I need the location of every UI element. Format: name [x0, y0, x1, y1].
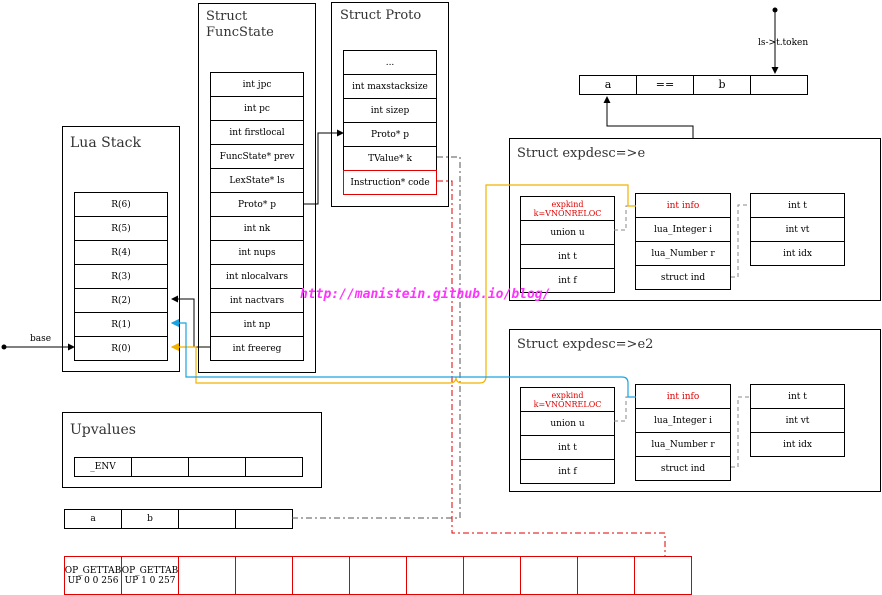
expdesc_e-field: union u — [520, 220, 615, 245]
stack-slot: R(1) — [74, 312, 168, 337]
upvalues-title: Upvalues — [70, 422, 136, 438]
funcstate-field: int nlocalvars — [210, 264, 304, 289]
expdesc_e-ind-field: int t — [750, 193, 845, 218]
token-label: ls->t.token — [758, 38, 809, 48]
stack-slot: R(4) — [74, 240, 168, 265]
expdesc_e2-field: expkind k=VNONRELOC — [520, 387, 615, 412]
funcstate-field: int pc — [210, 96, 304, 121]
constant-cell — [235, 509, 293, 529]
expdesc_e2-field: int t — [520, 435, 615, 460]
base-label: base — [30, 334, 52, 344]
instruction-cell — [349, 556, 407, 595]
instruction-cell — [178, 556, 236, 595]
stack-slot: R(3) — [74, 264, 168, 289]
funcstate-field: int np — [210, 312, 304, 337]
funcstate-field: LexState* ls — [210, 168, 304, 193]
expdesc_e-ind-field: int vt — [750, 217, 845, 242]
proto-field: Proto* p — [343, 122, 437, 147]
funcstate-field: int freereg — [210, 336, 304, 361]
expdesc-e-title: Struct expdesc=>e — [517, 146, 646, 161]
expdesc_e2-union-field: lua_Number r — [635, 432, 731, 457]
proto-field: Instruction* code — [343, 170, 437, 195]
stack-slot: R(6) — [74, 192, 168, 217]
proto-field: int sizep — [343, 98, 437, 123]
expdesc_e2-union-field: struct ind — [635, 456, 731, 481]
token-cell: a — [579, 75, 637, 95]
instruction-cell — [577, 556, 635, 595]
lua-stack-title: Lua Stack — [70, 135, 141, 151]
instruction-cell: OP_GETTAB UP 1 0 257 — [121, 556, 179, 595]
funcstate-field: Proto* p — [210, 192, 304, 217]
stack-slot: R(0) — [74, 336, 168, 361]
upvalue-cell — [131, 457, 189, 477]
stack-slot: R(2) — [74, 288, 168, 313]
expdesc_e2-union-field: lua_Integer i — [635, 408, 731, 433]
funcstate-field: int firstlocal — [210, 120, 304, 145]
e-to-token-arrow — [603, 96, 694, 139]
expdesc_e2-field: union u — [520, 411, 615, 436]
expdesc_e-union-field: lua_Number r — [635, 241, 731, 266]
expdesc_e-union-field: lua_Integer i — [635, 217, 731, 242]
expdesc_e-field: int t — [520, 244, 615, 269]
expdesc_e2-ind-field: int idx — [750, 432, 845, 457]
funcstate-field: int jpc — [210, 72, 304, 97]
token-dot — [772, 7, 778, 13]
funcstate-field: FuncState* prev — [210, 144, 304, 169]
expdesc_e-union-field: struct ind — [635, 265, 731, 290]
constant-cell — [178, 509, 236, 529]
constant-cell: b — [121, 509, 179, 529]
instruction-cell — [463, 556, 521, 595]
token-cell: b — [693, 75, 751, 95]
expdesc-e2-title: Struct expdesc=>e2 — [517, 337, 654, 352]
funcstate-field: int nups — [210, 240, 304, 265]
base-dot — [1, 344, 7, 350]
proto-title: Struct Proto — [340, 8, 422, 23]
instruction-cell — [520, 556, 578, 595]
instruction-cell — [406, 556, 464, 595]
constant-cell: a — [64, 509, 122, 529]
expdesc_e-union-field: int info — [635, 193, 731, 218]
watermark-url: http://manistein.github.io/blog/ — [300, 287, 551, 302]
instruction-cell — [235, 556, 293, 595]
expdesc_e2-union-field: int info — [635, 384, 731, 409]
upvalue-cell — [188, 457, 246, 477]
proto-field: ... — [343, 50, 437, 75]
upvalue-cell: _ENV — [74, 457, 132, 477]
proto-field: int maxstacksize — [343, 74, 437, 99]
expdesc_e2-field: int f — [520, 459, 615, 484]
instruction-cell — [634, 556, 692, 595]
proto-field: TValue* k — [343, 146, 437, 171]
funcstate-field: int nk — [210, 216, 304, 241]
funcstate-title: Struct FuncState — [206, 9, 274, 40]
expdesc_e2-ind-field: int t — [750, 384, 845, 409]
expdesc_e2-ind-field: int vt — [750, 408, 845, 433]
expdesc_e-field: expkind k=VNONRELOC — [520, 196, 615, 221]
upvalue-cell — [245, 457, 303, 477]
funcstate-field: int nactvars — [210, 288, 304, 313]
stack-slot: R(5) — [74, 216, 168, 241]
expdesc_e-ind-field: int idx — [750, 241, 845, 266]
token-cell: == — [636, 75, 694, 95]
token-cell — [750, 75, 808, 95]
instruction-cell: OP_GETTAB UP 0 0 256 — [64, 556, 122, 595]
instruction-cell — [292, 556, 350, 595]
